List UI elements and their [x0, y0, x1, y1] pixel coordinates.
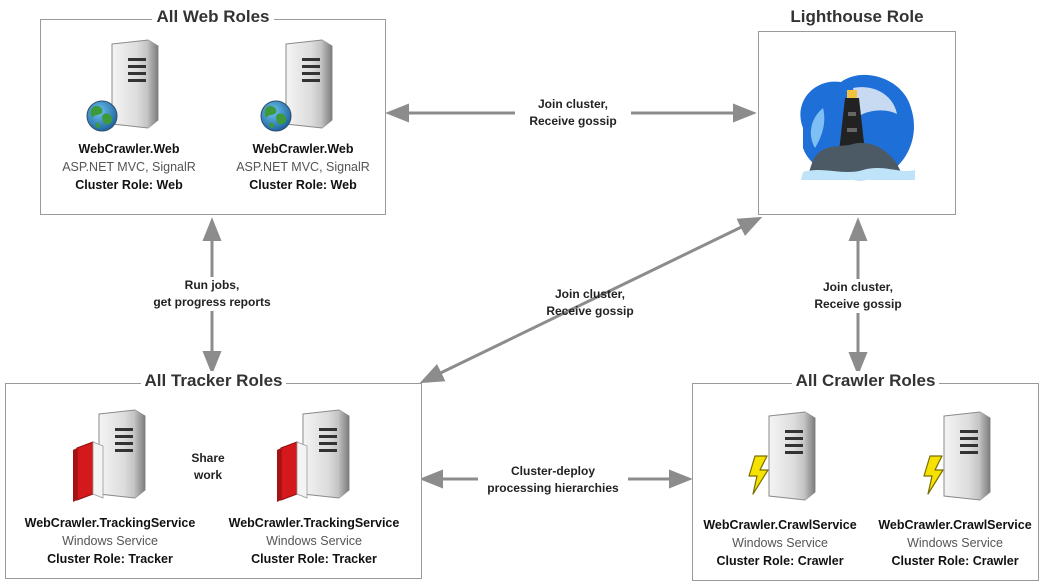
node-tech: ASP.NET MVC, SignalR — [62, 160, 196, 174]
group-title-tracker: All Tracker Roles — [6, 371, 421, 391]
server-globe-icon — [260, 39, 333, 132]
group-title-lighthouse: Lighthouse Role — [759, 7, 955, 27]
group-tracker-roles: All Tracker Roles WebCrawler.TrackingSer… — [5, 371, 422, 579]
group-crawler-roles: All Crawler Roles WebCrawler.CrawlServic… — [690, 371, 1039, 581]
node-tracker-2: WebCrawler.TrackingService Windows Servi… — [224, 406, 404, 569]
node-tracker-1: WebCrawler.TrackingService Windows Servi… — [20, 406, 200, 569]
node-web-2: WebCrawler.Web ASP.NET MVC, SignalR Clus… — [213, 36, 393, 195]
node-crawler-2: WebCrawler.CrawlService Windows Service … — [865, 408, 1044, 571]
server-lightning-icon — [748, 411, 816, 501]
edge-label-tracker-lighthouse: Join cluster, Receive gossip — [546, 287, 634, 318]
node-tech: Windows Service — [62, 534, 158, 548]
node-tech: ASP.NET MVC, SignalR — [236, 160, 370, 174]
server-book-icon — [276, 409, 350, 503]
arrow-tracker-lighthouse — [419, 216, 763, 384]
node-name: WebCrawler.CrawlService — [703, 518, 857, 532]
server-book-icon — [72, 409, 146, 503]
node-tech: Windows Service — [266, 534, 362, 548]
server-globe-icon — [86, 39, 159, 132]
node-crawler-1: WebCrawler.CrawlService Windows Service … — [690, 408, 870, 571]
node-web-1: WebCrawler.Web ASP.NET MVC, SignalR Clus… — [39, 36, 219, 195]
edge-label-web-tracker: Run jobs, get progress reports — [132, 277, 292, 311]
group-lighthouse-role: Lighthouse Role — [758, 7, 956, 215]
node-role: Cluster Role: Tracker — [47, 552, 173, 566]
node-tech: Windows Service — [732, 536, 828, 550]
node-name: WebCrawler.Web — [78, 142, 180, 156]
edge-label-crawler-lighthouse: Join cluster, Receive gossip — [803, 279, 913, 313]
group-title-crawler: All Crawler Roles — [693, 371, 1038, 391]
node-name: WebCrawler.CrawlService — [878, 518, 1032, 532]
server-lightning-icon — [923, 411, 991, 501]
node-name: WebCrawler.TrackingService — [24, 516, 196, 530]
node-role: Cluster Role: Crawler — [891, 554, 1019, 568]
lighthouse-icon — [800, 74, 915, 181]
node-tech: Windows Service — [907, 536, 1003, 550]
node-name: WebCrawler.Web — [252, 142, 354, 156]
edge-label-tracker-crawler: Cluster-deploy processing hierarchies — [478, 463, 628, 497]
node-role: Cluster Role: Web — [249, 178, 357, 192]
group-title-web: All Web Roles — [41, 7, 385, 27]
node-role: Cluster Role: Crawler — [716, 554, 844, 568]
node-role: Cluster Role: Web — [75, 178, 183, 192]
edge-label-tracker-share: Share work — [183, 450, 233, 484]
node-role: Cluster Role: Tracker — [251, 552, 377, 566]
group-web-roles: All Web Roles WebCrawler.Web ASP.NET MVC… — [39, 7, 386, 215]
edge-label-web-lighthouse: Join cluster, Receive gossip — [515, 96, 631, 130]
node-name: WebCrawler.TrackingService — [228, 516, 400, 530]
